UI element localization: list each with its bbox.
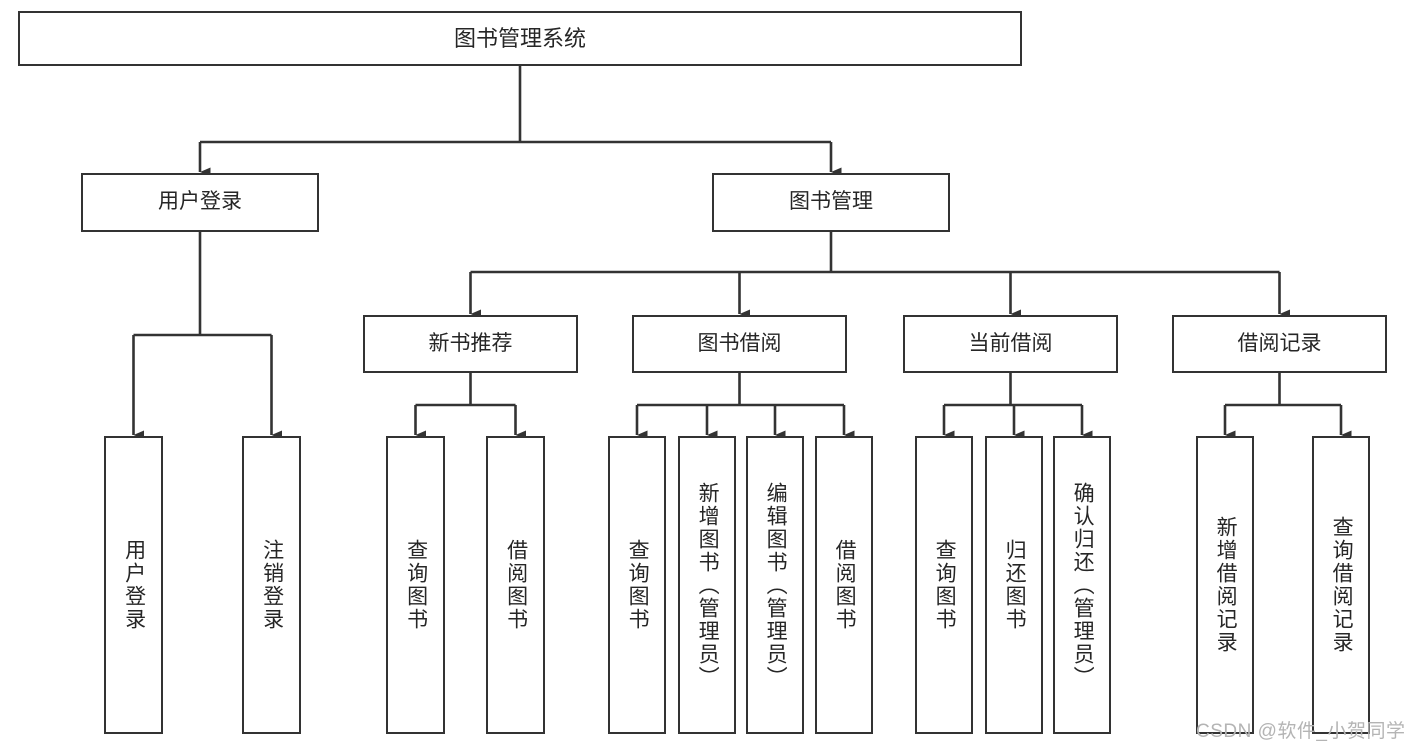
- node-label: 借阅图书: [504, 539, 528, 631]
- node-label: 归还图书: [1003, 539, 1027, 631]
- node-current-borrow: 当前借阅: [903, 315, 1118, 373]
- node-label: 用户登录: [122, 539, 146, 631]
- node-leaf-edit-book: 编辑图书（管理员）: [746, 436, 804, 734]
- node-leaf-add-book: 新增图书（管理员）: [678, 436, 736, 734]
- node-leaf-return-book: 归还图书: [985, 436, 1043, 734]
- node-label: 查询图书: [626, 539, 650, 631]
- node-leaf-query-book-1: 查询图书: [386, 436, 445, 734]
- node-label: 新增图书（管理员）: [696, 481, 720, 689]
- node-leaf-borrow-book-2: 借阅图书: [815, 436, 873, 734]
- node-leaf-user-login: 用户登录: [104, 436, 163, 734]
- node-leaf-borrow-book-1: 借阅图书: [486, 436, 545, 734]
- node-label: 借阅图书: [833, 539, 857, 631]
- node-label: 用户登录: [158, 190, 242, 214]
- node-leaf-add-record: 新增借阅记录: [1196, 436, 1254, 734]
- node-borrow-record: 借阅记录: [1172, 315, 1387, 373]
- node-book-management: 图书管理: [712, 173, 950, 232]
- node-label: 图书管理系统: [453, 25, 586, 51]
- node-label: 借阅记录: [1237, 331, 1322, 355]
- node-new-book-recommend: 新书推荐: [363, 315, 578, 373]
- node-label: 编辑图书（管理员）: [764, 481, 788, 689]
- node-user-login: 用户登录: [81, 173, 319, 232]
- node-label: 查询图书: [933, 539, 957, 631]
- watermark: CSDN @软件_小贺同学: [1196, 721, 1405, 742]
- node-label: 图书借阅: [697, 331, 782, 355]
- node-leaf-query-book-3: 查询图书: [915, 436, 973, 734]
- node-label: 查询图书: [404, 539, 428, 631]
- node-book-borrow: 图书借阅: [632, 315, 847, 373]
- node-leaf-user-logout: 注销登录: [242, 436, 301, 734]
- node-label: 新增借阅记录: [1214, 516, 1238, 654]
- node-leaf-confirm-return: 确认归还（管理员）: [1053, 436, 1111, 734]
- node-label: 注销登录: [260, 539, 284, 631]
- node-label: 查询借阅记录: [1330, 516, 1354, 654]
- node-leaf-query-book-2: 查询图书: [608, 436, 666, 734]
- node-leaf-query-record: 查询借阅记录: [1312, 436, 1370, 734]
- node-label: 当前借阅: [968, 331, 1053, 355]
- node-label: 确认归还（管理员）: [1071, 481, 1095, 689]
- node-label: 图书管理: [789, 190, 873, 214]
- node-root: 图书管理系统: [18, 11, 1022, 66]
- node-label: 新书推荐: [428, 331, 513, 355]
